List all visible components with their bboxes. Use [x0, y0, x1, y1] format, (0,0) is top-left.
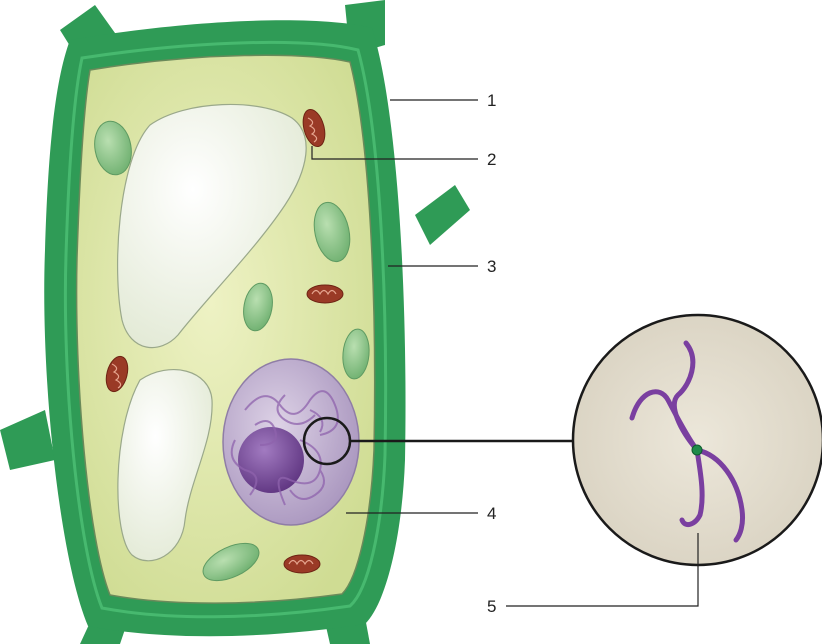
nucleus: [223, 359, 359, 525]
labels: 1 2 3 4 5: [487, 91, 496, 616]
centromere: [692, 445, 702, 455]
label-3: 3: [487, 257, 496, 276]
label-4: 4: [487, 504, 496, 523]
label-5: 5: [487, 597, 496, 616]
magnified-chromosome-view: [573, 315, 822, 565]
nucleolus: [238, 427, 304, 493]
mitochondrion: [307, 285, 343, 303]
mitochondrion: [284, 555, 320, 573]
label-2: 2: [487, 150, 496, 169]
label-1: 1: [487, 91, 496, 110]
